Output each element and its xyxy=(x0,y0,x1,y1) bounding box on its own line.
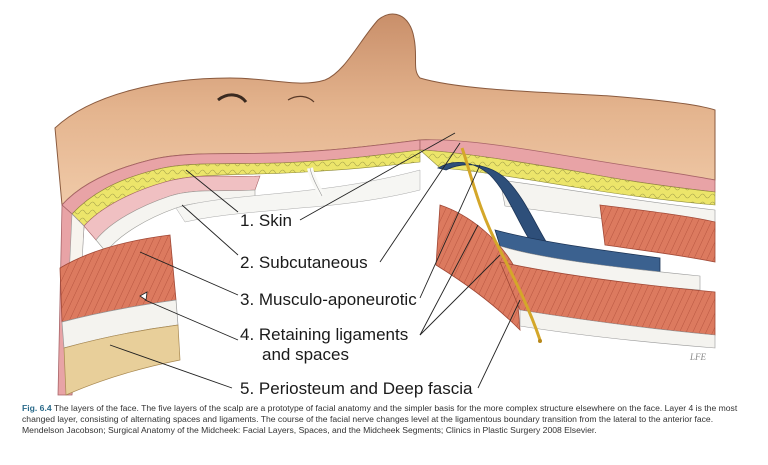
figure-caption: Fig. 6.4 The layers of the face. The fiv… xyxy=(22,403,747,436)
caption-fig-label: Fig. 6.4 xyxy=(22,403,52,413)
leader-musculo-right xyxy=(419,164,481,299)
lateral-section xyxy=(57,139,421,396)
leader-lines xyxy=(109,132,521,389)
leader-periosteum xyxy=(109,344,233,389)
caption-text: The layers of the face. The five layers … xyxy=(22,403,738,435)
leader-skin-left xyxy=(185,169,239,213)
leader-retaining-right-2 xyxy=(419,224,479,336)
leader-musculo xyxy=(139,251,239,296)
leader-subcutaneous xyxy=(181,204,239,256)
artist-signature: LFE xyxy=(690,352,707,362)
label-subcutaneous: 2. Subcutaneous xyxy=(240,253,368,272)
anterior-section xyxy=(419,139,716,349)
leader-subcutaneous-right xyxy=(379,142,461,263)
leader-periosteum-right xyxy=(477,299,521,389)
label-musculo-aponeurotic: 3. Musculo-aponeurotic xyxy=(240,290,417,309)
leader-skin xyxy=(299,132,456,221)
label-periosteum: 5. Periosteum and Deep fascia xyxy=(240,379,473,398)
label-retaining-ligaments: 4. Retaining ligaments xyxy=(240,325,409,344)
face-layers-illustration xyxy=(54,13,716,396)
arrow-marker xyxy=(139,291,148,301)
leader-retaining xyxy=(144,299,239,341)
label-and-spaces: and spaces xyxy=(262,345,349,364)
label-skin: 1. Skin xyxy=(240,211,292,230)
leader-retaining-right xyxy=(419,254,501,336)
